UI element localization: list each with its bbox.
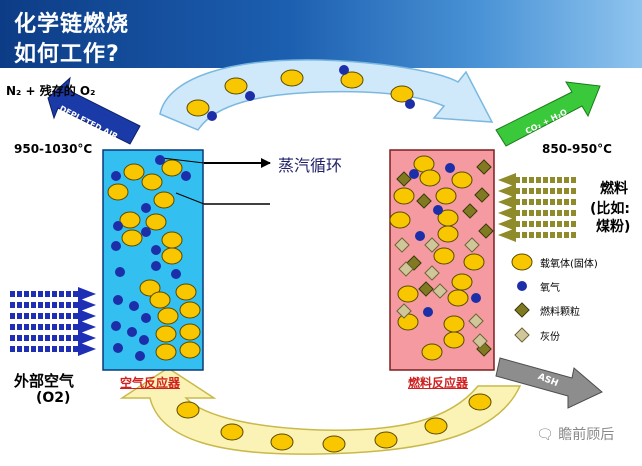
fuel-particle-icon	[514, 302, 530, 318]
outside-air-label-line1: 外部空气	[14, 372, 75, 390]
title-line-1: 化学链燃烧	[14, 12, 130, 37]
temp-fuel-label: 850-950°C	[542, 142, 612, 156]
oxygen-carrier-icon	[511, 253, 533, 271]
exhaust-formula-label: N₂ + 残存的 O₂	[6, 84, 96, 98]
fuel-reactor-label: 燃料反应器	[408, 376, 469, 390]
chat-bubble-icon: 🗨	[536, 427, 554, 443]
legend-item-oxygen: 氧气	[540, 283, 560, 294]
watermark-text: 瞻前顾后	[558, 427, 615, 443]
legend-item-oxygen-carrier: 载氧体(固体)	[540, 259, 598, 270]
legend-item-fuel-particle: 燃料颗粒	[540, 307, 580, 318]
air-reactor-label: 空气反应器	[120, 376, 181, 390]
ash-arrow	[495, 357, 603, 409]
oxygen-dot-icon	[517, 281, 527, 291]
bottom-loop-particles	[176, 393, 492, 453]
steam-cycle-label: 蒸汽循环	[278, 156, 343, 175]
top-loop-arrow	[159, 59, 494, 131]
fuel-reactor-particles	[389, 155, 494, 361]
depleted-air-arrow	[47, 76, 141, 145]
air-reactor-particles	[107, 155, 201, 361]
title-line-2: 如何工作?	[14, 42, 120, 67]
fuel-feed-arrows	[498, 173, 576, 242]
fuel-label-line2: (比如:	[590, 201, 630, 217]
legend-item-ash: 灰份	[540, 332, 560, 343]
steam-tube-upper	[161, 157, 205, 164]
outside-air-label-line2: (O2)	[36, 390, 71, 406]
title-banner: 化学链燃烧 如何工作?	[0, 0, 642, 68]
top-loop-particles	[186, 65, 415, 121]
fuel-label-line1: 燃料	[600, 181, 628, 197]
ash-particle-icon	[514, 327, 530, 343]
watermark: 🗨 瞻前顾后	[536, 424, 614, 444]
steam-tube-lower	[175, 192, 205, 205]
co2-h2o-arrow	[495, 81, 601, 147]
fuel-label-line3: 煤粉)	[596, 219, 631, 235]
outside-air-arrows	[10, 287, 96, 356]
temp-air-label: 950-1030°C	[14, 142, 93, 156]
